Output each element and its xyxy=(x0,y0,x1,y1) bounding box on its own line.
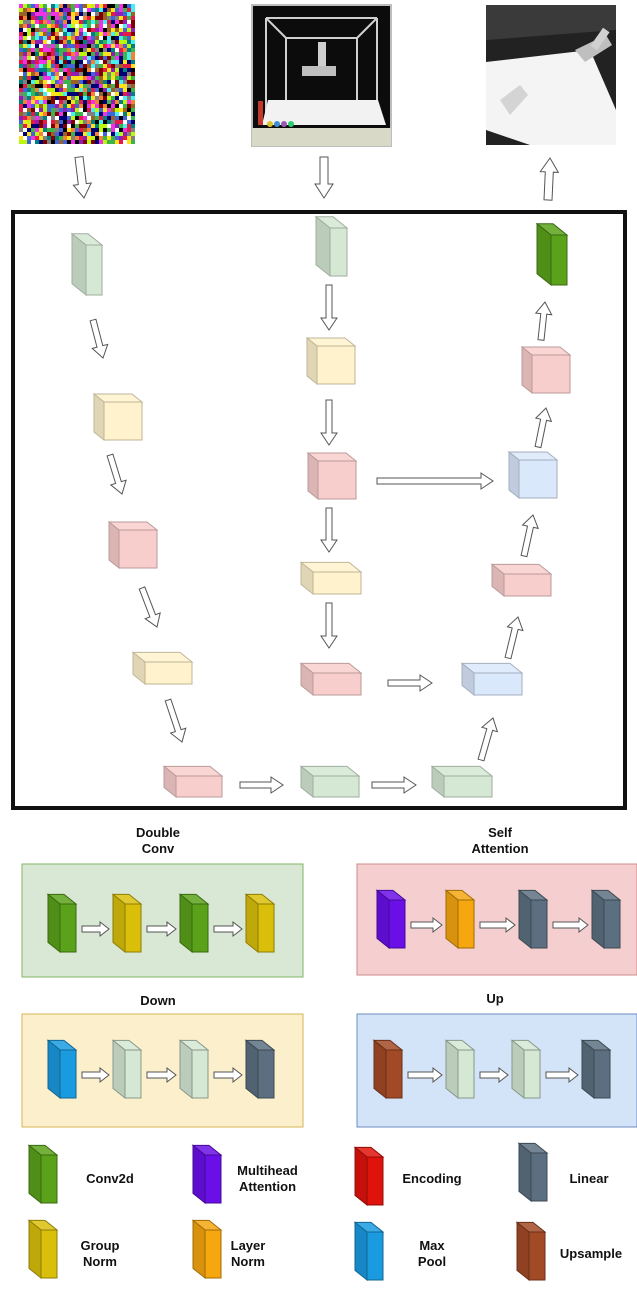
self-attention-arrow-3 xyxy=(552,916,589,934)
enc-block-1 xyxy=(92,392,144,442)
down-block-2 xyxy=(111,1039,143,1100)
down-arrow-2 xyxy=(146,1066,177,1084)
arrow-up-2 xyxy=(504,616,524,660)
up-arrow-3 xyxy=(545,1066,579,1084)
bottleneck-block-1 xyxy=(299,765,361,799)
arrow-up-5 xyxy=(534,301,553,341)
double-conv-block-1 xyxy=(46,893,78,954)
up-arrow-2 xyxy=(479,1066,509,1084)
self-attention-block-2 xyxy=(444,889,476,950)
legend-swatch-max-pool xyxy=(353,1221,385,1282)
arrow-noise-down xyxy=(72,155,93,199)
enc-block-3 xyxy=(131,651,194,686)
dec-block-3 xyxy=(507,450,559,500)
legend-label-conv2d: Conv2d xyxy=(86,1171,134,1186)
arrow-scene-down xyxy=(314,156,334,199)
legend-label-group-norm: Group Norm xyxy=(80,1238,120,1269)
legend-label-upsample: Upsample xyxy=(559,1246,623,1261)
enc-block-4 xyxy=(162,765,224,799)
panel-blocks xyxy=(46,889,622,1100)
double-conv-block-4 xyxy=(244,893,276,954)
arrow-skip-1 xyxy=(376,472,494,490)
arrow-enc-3 xyxy=(138,586,161,628)
arrow-up-1 xyxy=(477,717,499,762)
robot-scene-image xyxy=(251,4,392,147)
noise-image xyxy=(19,4,135,144)
down-block-3 xyxy=(178,1039,210,1100)
arrow-mid-3 xyxy=(320,507,338,553)
self-attention-block-4 xyxy=(590,889,622,950)
down-title: Down xyxy=(140,993,176,1008)
double-conv-block-2 xyxy=(111,893,143,954)
bottleneck-block-2 xyxy=(430,765,494,799)
arrow-bottom-1 xyxy=(239,776,284,794)
enc-block-2 xyxy=(107,520,159,570)
network-arrows xyxy=(89,284,553,794)
legend-swatch-layer-norm xyxy=(191,1219,223,1280)
double-conv-arrow-1 xyxy=(81,920,110,938)
arrow-up-4 xyxy=(534,407,553,449)
dec-block-4 xyxy=(520,345,572,395)
arrow-skip-2 xyxy=(387,674,433,692)
legend-swatch-multihead-attention xyxy=(191,1144,223,1205)
self-attention-arrow-1 xyxy=(410,916,443,934)
down-block-1 xyxy=(46,1039,78,1100)
up-block-1 xyxy=(372,1039,404,1100)
up-title: Up xyxy=(486,991,504,1006)
legend-swatch-group-norm xyxy=(27,1219,59,1280)
legend-blocks xyxy=(27,1142,549,1282)
double-conv-title: Double Conv xyxy=(135,825,181,856)
cond-block-2 xyxy=(306,451,358,501)
down-arrow-3 xyxy=(213,1066,243,1084)
legend-swatch-encoding xyxy=(353,1146,385,1207)
legend-label-linear: Linear xyxy=(569,1171,609,1186)
arrow-enc-1 xyxy=(89,318,109,359)
up-panel xyxy=(356,1013,637,1128)
legend-label-encoding: Encoding xyxy=(402,1171,462,1186)
arrow-enc-2 xyxy=(106,453,127,495)
dec-block-2 xyxy=(490,563,553,598)
up-block-4 xyxy=(580,1039,612,1100)
down-block-4 xyxy=(244,1039,276,1100)
predicted-frame-image xyxy=(486,5,616,145)
arrow-mid-4 xyxy=(320,602,338,649)
arrow-up-3 xyxy=(520,514,539,558)
up-block-2 xyxy=(444,1039,476,1100)
down-arrow-1 xyxy=(81,1066,110,1084)
legend-label-max-pool: Max Pool xyxy=(417,1238,447,1269)
up-block-3 xyxy=(510,1039,542,1100)
arrow-mid-2 xyxy=(320,399,338,446)
legend-swatch-linear xyxy=(517,1142,549,1203)
cond-input-block xyxy=(314,215,349,278)
arrow-mid-1 xyxy=(320,284,338,331)
double-conv-arrow-3 xyxy=(213,920,243,938)
self-attention-block-3 xyxy=(517,889,549,950)
cond-block-3 xyxy=(299,561,363,596)
enc-input-block xyxy=(70,232,104,297)
double-conv-arrow-2 xyxy=(146,920,177,938)
legend-label-multihead-attention: Multihead Attention xyxy=(237,1163,298,1194)
self-attention-block-1 xyxy=(375,889,407,950)
self-attention-arrow-2 xyxy=(479,916,516,934)
network-blocks xyxy=(70,215,572,799)
arrow-output-up xyxy=(539,157,560,201)
unet-frame xyxy=(11,210,627,810)
double-conv-block-3 xyxy=(178,893,210,954)
legend-swatch-upsample xyxy=(515,1221,547,1282)
arrow-enc-4 xyxy=(164,698,187,743)
self-attention-title: Self Attention xyxy=(471,825,529,856)
output-conv-block xyxy=(535,222,569,287)
cond-block-4 xyxy=(299,662,363,697)
cond-block-1 xyxy=(305,336,357,386)
image-arrows xyxy=(72,155,560,201)
up-arrow-1 xyxy=(407,1066,443,1084)
arrow-bottom-2 xyxy=(371,776,417,794)
dec-block-1 xyxy=(460,662,524,697)
legend-label-layer-norm: Layer Norm xyxy=(230,1238,266,1269)
legend-swatch-conv2d xyxy=(27,1144,59,1205)
